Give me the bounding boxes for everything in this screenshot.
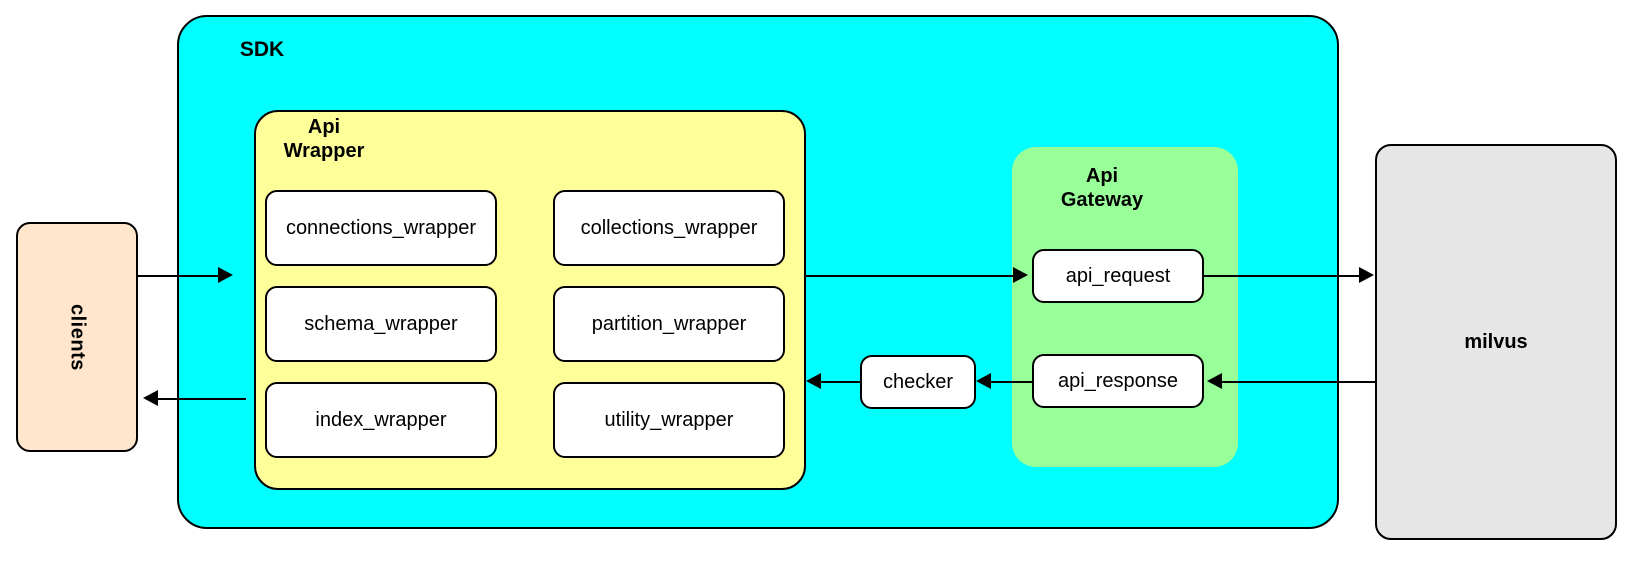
wrapper-box-collections[interactable]: collections_wrapper xyxy=(553,190,785,266)
wrapper-box-index[interactable]: index_wrapper xyxy=(265,382,497,458)
clients-box[interactable]: clients xyxy=(16,222,138,452)
api-gateway-container xyxy=(1012,147,1238,467)
arrowhead-api-request-to-milvus xyxy=(1359,267,1374,283)
wrapper-box-connections[interactable]: connections_wrapper xyxy=(265,190,497,266)
api-request-box[interactable]: api_request xyxy=(1032,249,1204,303)
arrowhead-api-wrapper-to-clients xyxy=(143,390,158,406)
wrapper-box-utility[interactable]: utility_wrapper xyxy=(553,382,785,458)
api-response-box[interactable]: api_response xyxy=(1032,354,1204,408)
wrapper-box-schema[interactable]: schema_wrapper xyxy=(265,286,497,362)
clients-label: clients xyxy=(66,303,89,371)
milvus-box[interactable]: milvus xyxy=(1375,144,1617,540)
checker-box[interactable]: checker xyxy=(860,355,976,409)
wrapper-box-partition[interactable]: partition_wrapper xyxy=(553,286,785,362)
